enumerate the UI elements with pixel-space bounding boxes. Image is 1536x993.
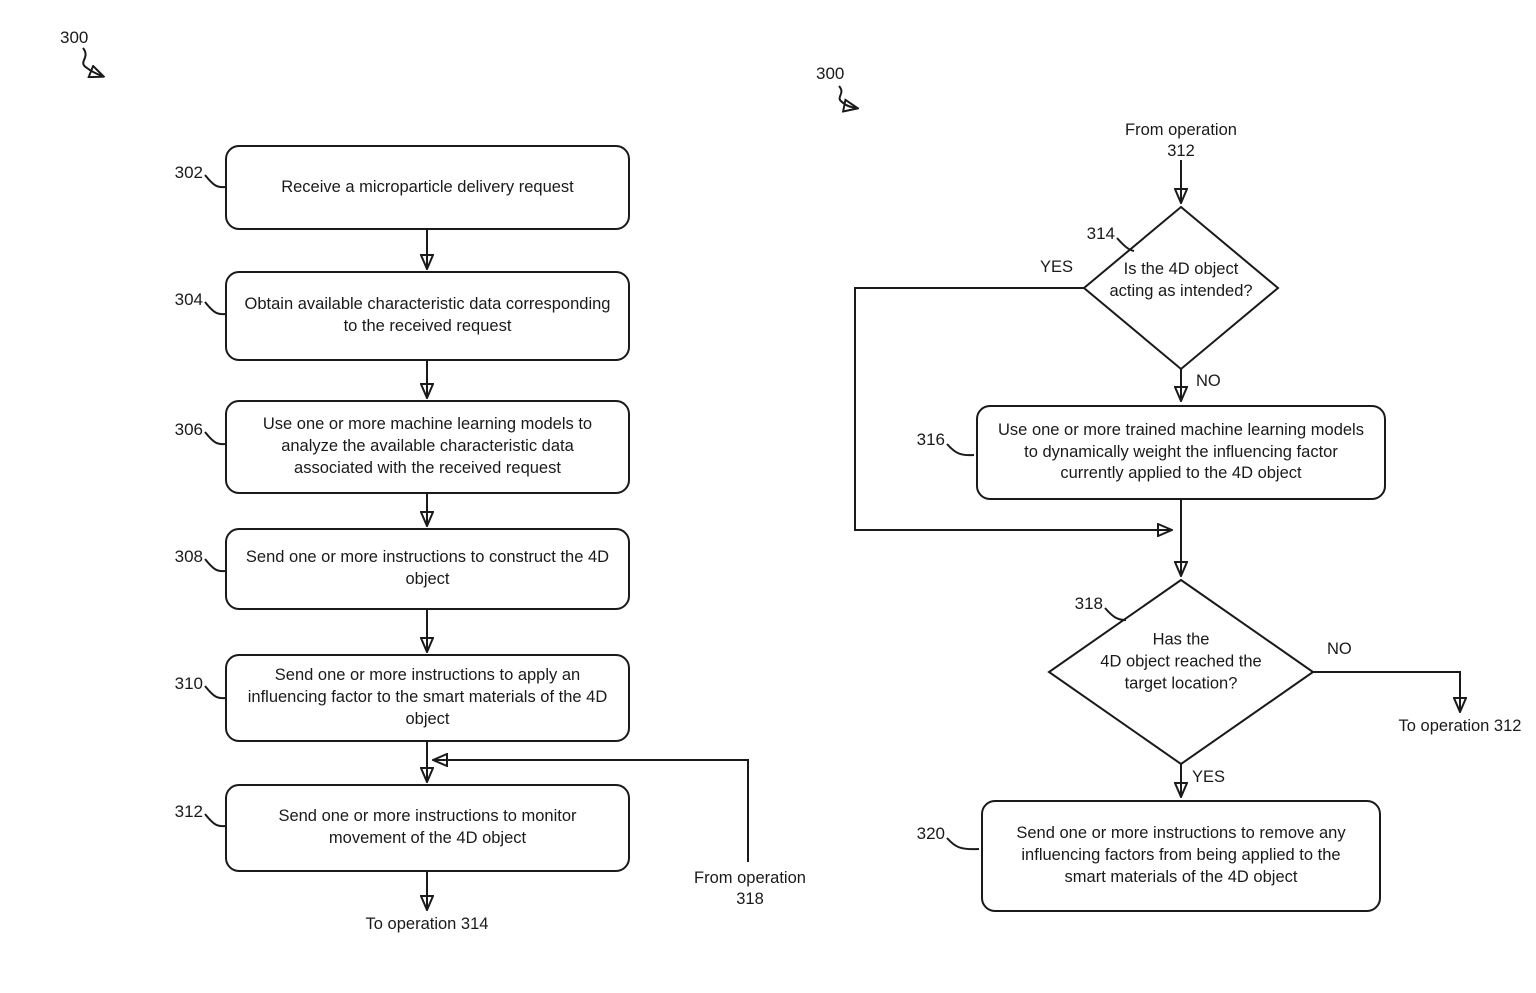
ref-num-302: 302 [174,163,203,182]
ref-num-308: 308 [174,547,203,566]
from-operation-312-label: From operation 312 [1125,121,1237,161]
leader-306 [204,431,226,446]
ref-300-right-leader-arrow [838,85,856,108]
leader-308 [204,558,226,573]
figure-ref-300-right: 300 [816,64,845,83]
leader-302 [204,174,226,189]
step-text-304: Obtain available characteristic data cor… [244,295,611,335]
ref-num-316: 316 [916,430,945,449]
ref-num-306: 306 [174,420,203,439]
decision-text-314: Is the 4D object acting as intended? [1109,260,1253,300]
leader-304 [204,301,226,316]
ref-num-318: 318 [1074,594,1103,613]
step-box-312: Send one or more instructions to monitor… [225,784,630,872]
step-box-308: Send one or more instructions to constru… [225,528,630,610]
step-text-308: Send one or more instructions to constru… [245,548,610,588]
step-box-306: Use one or more machine learning models … [225,400,630,494]
connector-318-no-exit [1313,671,1460,710]
leader-312 [204,813,226,828]
figure-ref-300-left: 300 [60,28,89,47]
decision-diamond-314 [1082,205,1280,371]
step-box-302: Receive a microparticle delivery request [225,145,630,230]
step-box-304: Obtain available characteristic data cor… [225,271,630,361]
leader-314 [1116,237,1135,252]
leader-320 [946,837,980,851]
no-label-318: NO [1327,640,1352,658]
ref-300-left-leader-arrow [82,47,102,76]
to-operation-312-label: To operation 312 [1398,717,1522,735]
yes-label-318: YES [1192,768,1226,786]
yes-label-314: YES [1040,258,1074,276]
ref-num-304: 304 [174,290,203,309]
step-text-312: Send one or more instructions to monitor… [278,807,577,847]
ref-num-320: 320 [916,824,945,843]
step-text-302: Receive a microparticle delivery request [281,177,574,196]
no-label-314: NO [1196,372,1221,390]
to-operation-314-label: To operation 314 [365,915,489,933]
decision-diamond-318 [1047,578,1315,766]
leader-318 [1104,607,1127,621]
decision-text-318: Has the 4D object reached the target loc… [1100,630,1262,692]
step-text-316: Use one or more trained machine learning… [998,420,1364,483]
step-text-306: Use one or more machine learning models … [262,415,593,477]
step-box-310: Send one or more instructions to apply a… [225,654,630,742]
ref-num-312: 312 [174,802,203,821]
ref-num-310: 310 [174,674,203,693]
from-operation-318-label: From operation 318 [694,869,806,909]
leader-316 [946,443,975,457]
step-text-320: Send one or more instructions to remove … [1016,824,1346,886]
step-text-310: Send one or more instructions to apply a… [247,666,608,728]
ref-num-314: 314 [1086,224,1115,243]
leader-310 [204,685,226,700]
step-box-316: Use one or more trained machine learning… [976,405,1386,500]
step-box-320: Send one or more instructions to remove … [981,800,1381,912]
connector-314-yes-loop [854,287,1170,530]
connector-from-operation-318 [435,760,749,862]
